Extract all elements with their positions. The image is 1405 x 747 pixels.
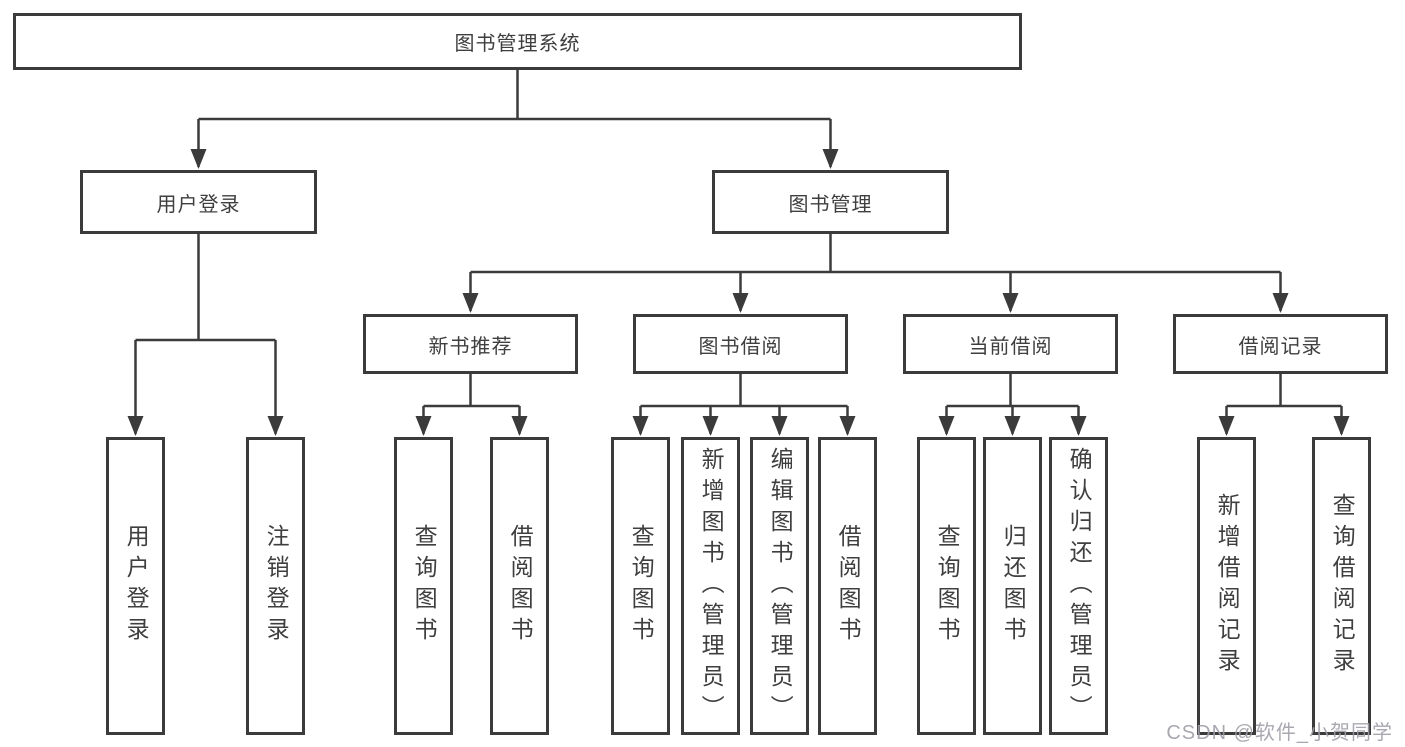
node-label: 查询借阅记录 [1329, 493, 1356, 679]
node-label: 新增借阅记录 [1214, 493, 1241, 679]
node-label: 用户登录 [123, 524, 150, 648]
node-current-borrow: 当前借阅 [903, 314, 1118, 374]
node-label: 注销登录 [263, 524, 290, 648]
node-label: 确认归还（管理员） [1066, 446, 1093, 726]
leaf-logout-login: 注销登录 [246, 437, 305, 735]
node-label: 用户登录 [156, 193, 241, 216]
csdn-watermark: CSDN @软件_小贺同学 [1166, 722, 1393, 744]
node-label: 查询图书 [628, 524, 655, 648]
leaf-return-books: 归还图书 [983, 437, 1042, 735]
node-label: 新增图书（管理员） [698, 446, 725, 726]
node-label: 借阅图书 [835, 524, 862, 648]
leaf-borrow-books: 借阅图书 [490, 437, 549, 735]
connector-arrows [127, 119, 1350, 436]
connector-stems [135, 70, 1342, 408]
node-label: 新书推荐 [428, 335, 513, 358]
node-label: 查询图书 [411, 524, 438, 648]
node-user-login-branch: 用户登录 [80, 170, 317, 234]
node-label: 借阅图书 [507, 524, 534, 648]
leaf-add-books-admin: 新增图书（管理员） [681, 437, 740, 735]
leaf-edit-books-admin: 编辑图书（管理员） [750, 437, 809, 735]
leaf-query-books: 查询图书 [917, 437, 976, 735]
leaf-query-books: 查询图书 [394, 437, 453, 735]
node-new-book-recommend: 新书推荐 [363, 314, 578, 374]
leaf-confirm-return-admin: 确认归还（管理员） [1049, 437, 1108, 735]
node-label: 借阅记录 [1238, 335, 1323, 358]
node-book-management: 图书管理 [712, 170, 949, 234]
leaf-user-login: 用户登录 [106, 437, 165, 735]
node-label: 图书借阅 [698, 335, 783, 358]
leaf-add-borrow-record: 新增借阅记录 [1197, 437, 1256, 735]
node-borrow-records: 借阅记录 [1173, 314, 1388, 374]
leaf-query-books: 查询图书 [611, 437, 670, 735]
leaf-query-borrow-record: 查询借阅记录 [1312, 437, 1371, 735]
node-label: 归还图书 [1000, 524, 1027, 648]
node-label: 查询图书 [934, 524, 961, 648]
node-label: 编辑图书（管理员） [767, 446, 794, 726]
leaf-borrow-books: 借阅图书 [818, 437, 877, 735]
node-label: 当前借阅 [968, 335, 1053, 358]
node-library-management-system: 图书管理系统 [13, 13, 1022, 70]
node-label: 图书管理系统 [454, 33, 581, 55]
node-book-borrow: 图书借阅 [633, 314, 848, 374]
node-label: 图书管理 [788, 193, 873, 216]
